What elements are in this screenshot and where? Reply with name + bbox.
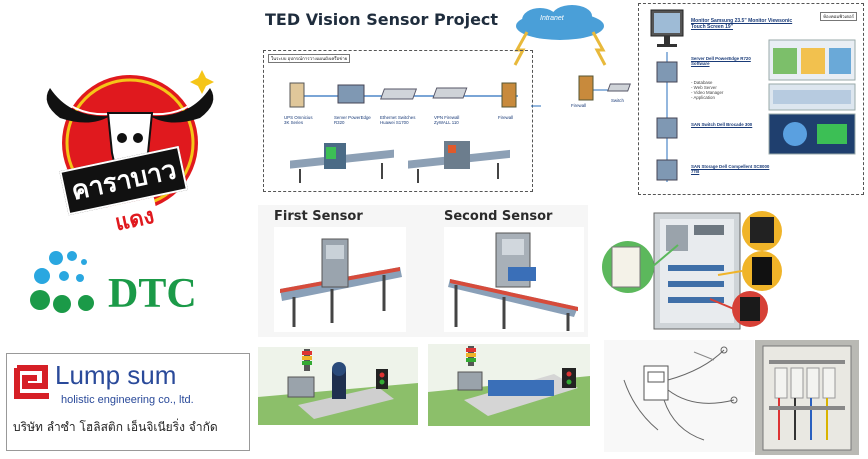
ethernet-switch-icon [380, 88, 418, 100]
network-diagram: TED Vision Sensor Project Intranet ในระบ… [255, 0, 868, 200]
server-details: - Database - Web Server - Video Manager … [691, 80, 724, 101]
first-sensor-title: First Sensor [274, 209, 363, 224]
lumpsum-mark-icon [14, 365, 49, 399]
computer-room-box: ห้องคอมพิวเตอร์ Monitor Samsung 23.5" Mo… [638, 3, 864, 195]
diagram-title: TED Vision Sensor Project [265, 10, 499, 29]
device-label-ups: UPS Omnicius 3K Series [284, 115, 313, 126]
lumpsum-subtitle: holistic engineering co., ltd. [61, 394, 194, 406]
firewall-icon [501, 82, 517, 108]
dtc-dots-icon [30, 251, 94, 313]
control-cabinet-panel [598, 205, 790, 333]
second-sensor-layout-render [428, 344, 590, 426]
devices-row [289, 82, 518, 108]
intranet-label: Intranet [540, 15, 564, 22]
computer-room-caption: ห้องคอมพิวเตอร์ [820, 12, 857, 22]
first-sensor-render [274, 227, 406, 332]
device-label-server: Server PowerEdge R320 [334, 115, 371, 126]
dtc-wordmark: DTC [108, 271, 197, 317]
monitor-icon [650, 9, 684, 47]
backbone-line [656, 52, 678, 182]
switch-right-icon [607, 83, 631, 92]
device-label-switch: Ethernet Switches Huawei S1700 [380, 115, 416, 126]
lumpsum-thai-name: บริษัท ลำซำ โฮลิสติก เอ็นจิเนียริ่ง จำกั… [13, 420, 218, 434]
ups-icon [289, 82, 305, 108]
san-switch-node-icon [656, 117, 678, 139]
monitor-label: Monitor Samsung 23.5" Monitor Viewsonic … [691, 18, 793, 30]
wiring-sketch [623, 346, 738, 441]
conveyor-thumb-2 [408, 141, 510, 183]
control-cabinet-illustration [602, 211, 782, 330]
site-network-box: ในระบบ อุปกรณ์การวางแผนผังเครือข่าย UPS … [263, 50, 533, 192]
lumpsum-logo: Lump sum holistic engineering co., ltd. … [6, 353, 250, 451]
electrical-panel-photo [755, 340, 859, 455]
device-label-firewall: Firewall [498, 115, 514, 120]
software-screenshots [768, 39, 856, 155]
server-node-icon [656, 61, 678, 83]
intranet-cloud-icon [516, 5, 604, 40]
site-box-caption: ในระบบ อุปกรณ์การวางแผนผังเครือข่าย [268, 54, 351, 64]
san-storage-node-icon [656, 159, 678, 181]
server-label: Server Dell PowerEdge R720 Software [691, 56, 751, 67]
conveyor-thumb-1 [290, 143, 394, 183]
first-sensor-panel: First Sensor Second Sensor [258, 205, 588, 337]
kratingdaeng-logo: คาราบาว แดง [30, 48, 240, 242]
vpn-firewall-icon [432, 87, 468, 99]
switch-right-label: Switch [611, 98, 624, 103]
dtc-logo: DTC [28, 248, 228, 338]
second-sensor-render [444, 227, 584, 332]
server-icon [337, 84, 365, 104]
second-sensor-title: Second Sensor [444, 209, 553, 224]
firewall-right-label: Firewall [571, 103, 587, 108]
wiring-diagram-panel [604, 340, 754, 452]
device-label-vpn: VPN Firewall ZyWALL 110 [434, 115, 460, 126]
firewall-right-icon [578, 75, 594, 101]
san-storage-label: SAN Storage Dell Compellent SC8000 7TB [691, 164, 770, 175]
lumpsum-name: Lump sum [55, 360, 177, 390]
san-switch-label: SAN Switch Dell Brocade 300 [691, 122, 753, 127]
first-sensor-layout-render [258, 347, 418, 425]
